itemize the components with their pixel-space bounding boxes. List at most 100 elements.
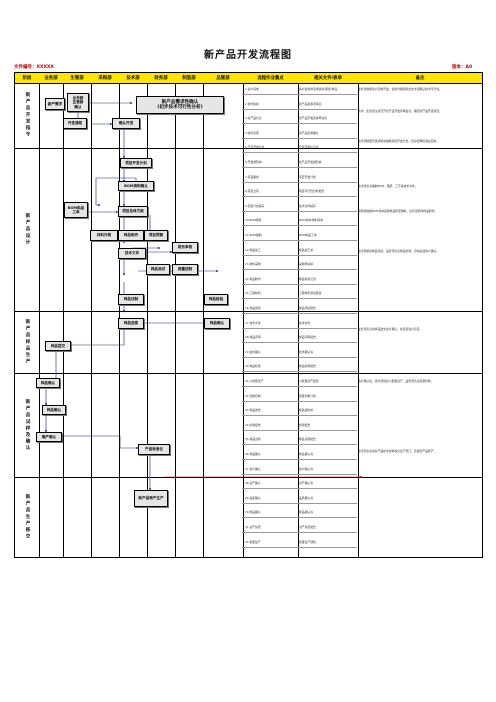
box-trial-confirm: 确产确认 [36,432,62,442]
remark-text: 业务部依据客户需求开发，提供详细资料给技术部确认技术可行性。 [358,87,442,91]
document-item: 样品测试报告 [299,306,316,310]
row-divider [242,532,357,533]
document-item: BOM料品工单 [299,233,317,237]
box-standardize: 产品标准化 [138,444,170,455]
document-item: 质量控制计划 [299,393,316,398]
remark-text: 业务部负责将样品送交客户确认，并反馈客户意见。 [358,327,423,331]
keypoint-item: 28.试产确认 [245,481,261,486]
flowchart-sheet: 阶段 业务部 生管部 采购部 技术部 财务部 制造部 品管部 流程作业重点 相关… [14,72,483,558]
keypoint-item: 5.产品开发信息 [245,145,265,150]
row-divider [242,123,357,125]
box-dept-confirm: 业务部 生管部 确认 [67,93,89,112]
row-divider [242,429,357,431]
box-quality-control: 质量控制 [172,264,198,275]
keypoint-item: 18.样品评审 [245,335,261,340]
box-material-purchase: 材料外购 [90,230,118,241]
remark-text: 技术部负责编制BOM、图纸、工艺等技术文件。 [358,184,418,188]
keypoint-item: 21.小批量试产 [245,379,264,383]
box-sample-check: 样品确认 [204,318,230,329]
keypoint-item: 26.样品确认 [245,452,261,456]
row-divider [242,269,357,271]
document-item: 项目可行性分析报告 [299,189,325,194]
row-divider [242,240,357,241]
document-item: 新产品需求确认 [299,130,319,135]
row-divider [242,371,357,373]
keypoint-item: 12.样品加工 [245,247,261,252]
keypoint-item: 19.技术确认 [245,349,261,354]
box-bom-order: BOM料品 工单 [64,202,88,218]
keypoint-item: 16.样品测试 [245,306,261,310]
row-divider [242,356,357,358]
box-sample-trial: 样品试制 [118,294,144,305]
box-new-demand: 新产需求 [45,98,65,110]
stage-design: 新产品设计 [25,213,30,246]
box-sample-make: 样品制作 [118,230,144,241]
page-title: 新产品开发流程图 [204,50,292,61]
keypoint-item: 15.工程样机 [245,291,261,296]
box-sample-test: 样品测试 [146,264,170,275]
box-demand-confirm: 新产品需求性确认 (初步技术可行性分析) [136,96,224,114]
keypoint-item: 29.品质确认 [245,495,261,500]
keypoint-item: 7.项目策划 [245,174,259,179]
row-divider [242,254,357,256]
remark-text: 技术部负责将新产品技术资料移交生产部门，完成新产品转产。 [358,449,437,453]
row-divider [242,181,357,183]
document-item: 技术文件编写 [299,203,316,208]
keypoint-item: 1.客户需求 [245,87,259,91]
row-divider [242,517,357,519]
row-divider [242,313,357,314]
box-sample-submit: 样品提交 [45,341,71,351]
row-divider [242,196,357,198]
document-item: 样品确认书 [299,510,313,515]
keypoint-item: 20.样品检验 [245,364,261,369]
document-item: 品质确认书 [299,495,313,500]
box-confirm-dev: 确认开发 [112,118,140,129]
header-remarks: 备注 [358,73,482,84]
keypoint-item: 6.开发通知单 [245,160,262,164]
document-item: 技术确认书 [299,349,313,354]
document-item: 样品送检单 [299,408,313,413]
keypoint-item: 30.样品确认 [245,510,261,515]
document-item: 新产品开发通知单 [299,160,322,164]
keypoint-item: 8.项目立项 [245,189,259,194]
keypoint-item: 31.试产总结 [245,525,261,529]
box-project-plan: 项目开发计划 [120,158,152,168]
document-item: 技术文件 [299,320,311,325]
version-label: 版本：A0 [452,65,473,70]
box-bom-confirm: BOM资料确认 [118,181,154,191]
document-item: 样品加工单 [299,247,313,252]
keypoint-item: 3.新产品信息 [245,116,262,121]
box-customer-confirm: 样品确认 [36,378,60,388]
keypoint-item: 27.客户确认 [245,466,261,471]
stage-trial-confirm: 新产品试样及确认 [25,398,30,452]
document-item: 试产总结报告 [299,525,316,529]
stage-handover: 新产品生产移交 [25,493,30,541]
row-divider [242,108,357,110]
document-item: 样品确认书 [299,452,313,456]
row-divider [242,473,357,475]
box-overall-plan: 项目总体方案 [118,206,148,217]
row-divider [242,546,357,548]
keypoint-item: 24.检验报告 [245,422,261,427]
row-divider [242,137,357,139]
keypoint-item: 32.批量生产 [245,539,261,544]
document-item: 产品开发信息表 [299,145,319,150]
row-divider [242,459,357,460]
keypoint-item: 17.技术文件 [245,320,261,325]
document-item: 批量生产通知 [299,539,316,544]
box-sample-confirm: 样品确认 [42,405,66,415]
row-divider [242,386,357,387]
document-item: 检验报告 [299,422,311,427]
document-item: 客户提供的需求资料/图纸/样品 [299,87,338,91]
box-sample-prep: 样品送客 [118,318,144,329]
remark-text: 采购部依据BOM清单采购样品所需物料，生管部安排样品制作。 [358,209,438,213]
remark-text: 技术部依据开发通知单编制项目开发计划，经总经理核准后实施。 [358,139,440,143]
row-divider [242,342,357,344]
row-divider [242,167,357,168]
remark-text: 技术部组织样品测试，品管部负责样品检验，合格后送客户确认。 [358,249,440,253]
document-item: 样品检验记录 [299,276,316,281]
document-item: 样品评审报告 [299,335,316,340]
document-item: 客户确认书 [299,466,313,471]
document-item: 小批量试产报告 [299,379,319,383]
keypoint-item: 11.BOM编制 [245,233,262,237]
